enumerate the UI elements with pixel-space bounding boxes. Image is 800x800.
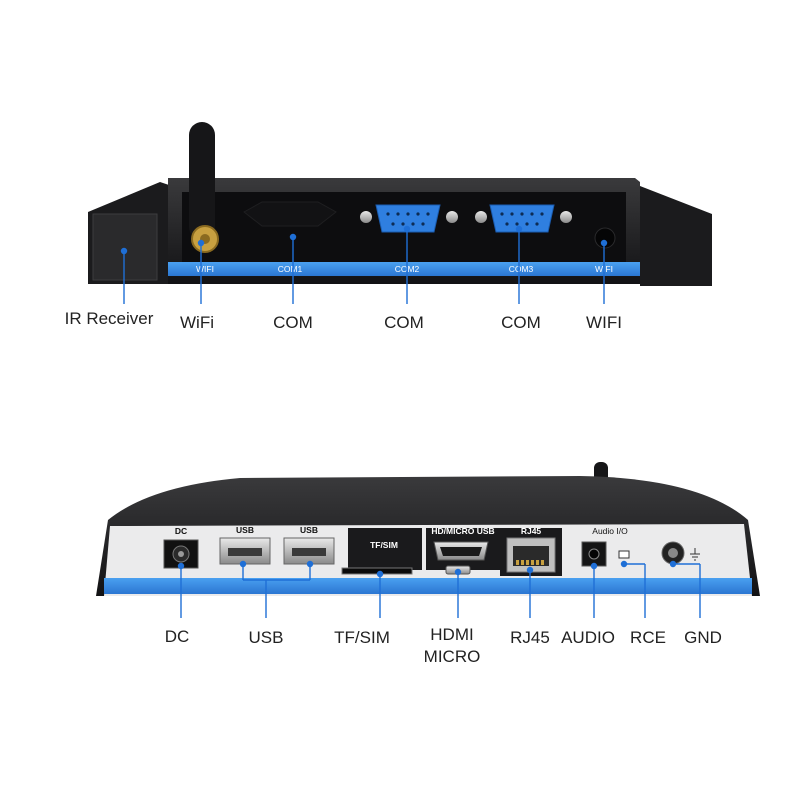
port-label-dc: DC — [175, 526, 187, 536]
com1-cover — [243, 201, 337, 227]
port-label-tf-sim: TF/SIM — [370, 540, 398, 550]
callout-com1: COM — [273, 313, 313, 332]
bottom-leaders — [177, 560, 701, 618]
port-label-rj45: RJ45 — [521, 526, 542, 536]
bottom-device: DC USB USB TF/SIM HD/MICRO USB RJ45 Audi… — [96, 462, 760, 596]
callout-dc: DC — [165, 627, 190, 646]
strip-label-com3: COM3 — [509, 264, 534, 274]
audio-jack — [581, 541, 607, 567]
db9-connector-icon — [360, 204, 458, 233]
bottom-blue-strip — [104, 578, 752, 594]
right-wing — [640, 186, 712, 286]
port-label-usb-2: USB — [300, 525, 318, 535]
callout-com2: COM — [384, 313, 424, 332]
callout-micro: MICRO — [424, 647, 481, 666]
antenna-icon — [189, 122, 219, 253]
callout-audio: AUDIO — [561, 628, 615, 647]
callout-wifi-right: WIFI — [586, 313, 622, 332]
callout-wifi: WiFi — [180, 313, 214, 332]
db9-connector-icon — [475, 204, 572, 233]
top-device: WIFI COM1 COM2 COM3 WIFI — [88, 122, 712, 286]
callout-gnd: GND — [684, 628, 722, 647]
ground-symbol-icon — [690, 548, 700, 561]
callout-ir-receiver: IR Receiver — [65, 309, 154, 328]
rce-button — [618, 550, 630, 559]
strip-label-wifi-left: WIFI — [196, 264, 214, 274]
port-label-usb-1: USB — [236, 525, 254, 535]
callout-usb: USB — [249, 628, 284, 647]
port-label-audio: Audio I/O — [592, 526, 628, 536]
callout-hdmi: HDMI — [430, 625, 473, 644]
top-blue-strip — [168, 262, 640, 276]
callout-rj45: RJ45 — [510, 628, 550, 647]
callout-tf-sim: TF/SIM — [334, 628, 390, 647]
tf-sim-block — [348, 528, 422, 570]
strip-label-com1: COM1 — [278, 264, 303, 274]
callout-com3: COM — [501, 313, 541, 332]
ir-receiver-window — [92, 213, 158, 281]
wifi-antenna-port — [594, 227, 616, 249]
port-label-hdmi: HD/MICRO USB — [431, 526, 494, 536]
callout-rce: RCE — [630, 628, 666, 647]
top-leaders — [120, 225, 608, 304]
